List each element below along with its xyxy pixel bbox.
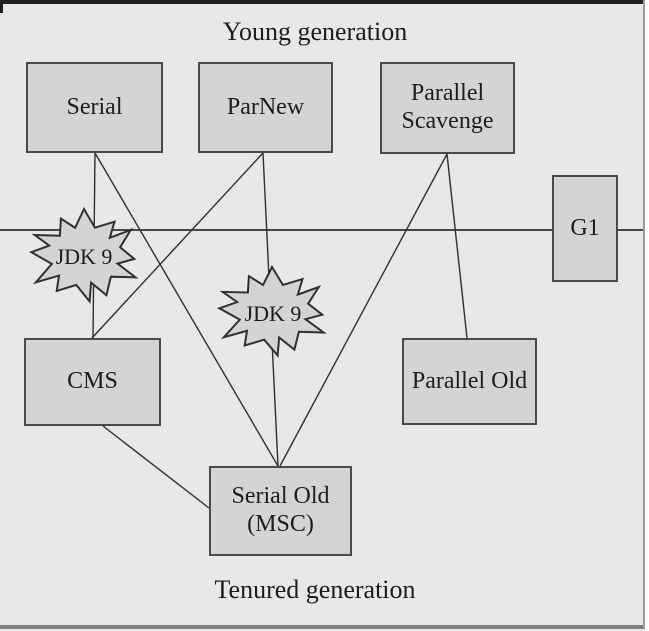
jdk9-starburst-1: [29, 206, 139, 304]
edge-parallel_scavenge-parallel_old: [446, 153, 468, 339]
node-parnew: ParNew: [198, 62, 333, 153]
edge-cms-serial_old: [102, 425, 210, 509]
right-margin-strip: [645, 0, 649, 631]
node-cms: CMS: [24, 338, 161, 426]
node-g1-label: G1: [570, 214, 600, 241]
top-border-bar: [2, 0, 645, 4]
node-serial-label: Serial: [66, 93, 123, 120]
tenured-generation-caption: Tenured generation: [214, 575, 416, 604]
jdk9-starburst-2: [216, 264, 327, 358]
top-left-corner-mark: [0, 0, 3, 13]
node-parallel-old: Parallel Old: [402, 338, 537, 425]
node-parallel-old-label: Parallel Old: [411, 367, 528, 394]
node-g1: G1: [552, 175, 618, 282]
node-cms-label: CMS: [67, 368, 118, 395]
edge-serial-serial_old: [94, 152, 279, 467]
right-border-line: [643, 0, 645, 629]
node-serial-old-label: Serial Old (MSC): [231, 483, 330, 537]
node-serial-old: Serial Old (MSC): [209, 466, 352, 556]
node-parallel-scavenge-label: Parallel Scavenge: [401, 80, 494, 134]
node-serial: Serial: [26, 62, 163, 153]
node-parnew-label: ParNew: [226, 93, 305, 120]
edge-parnew-cms: [91, 152, 264, 339]
young-generation-caption: Young generation: [222, 17, 408, 46]
node-parallel-scavenge: Parallel Scavenge: [380, 62, 515, 154]
bottom-border-bar: [0, 625, 646, 629]
jdk9-badge-label-1: JDK 9: [55, 244, 113, 269]
edge-parallel_scavenge-serial_old: [279, 153, 448, 467]
jdk9-badge-label-2: JDK 9: [244, 301, 302, 326]
